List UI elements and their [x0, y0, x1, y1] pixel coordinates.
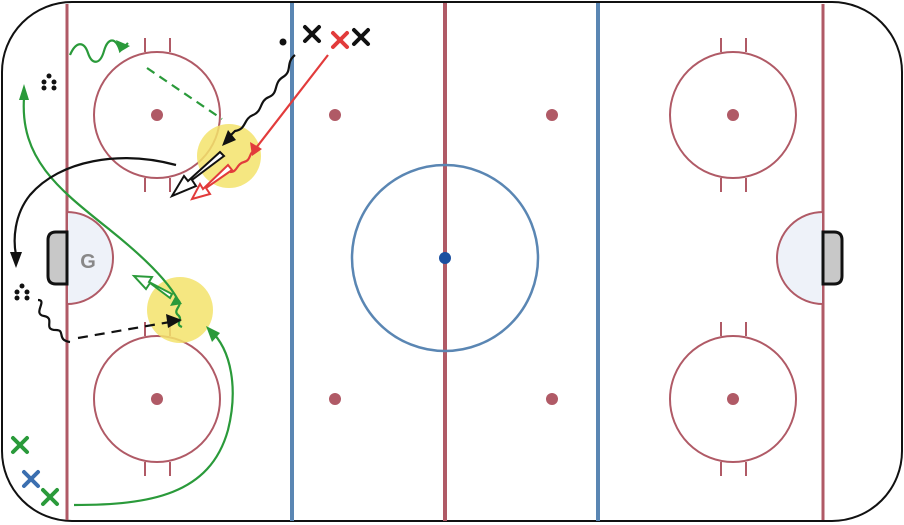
green-skate-path-bottom — [73, 329, 234, 507]
center-faceoff-circle — [350, 163, 540, 353]
faceoff-dot — [151, 393, 163, 405]
faceoff-circle-right-bottom — [669, 322, 797, 476]
center-faceoff-dot — [439, 252, 451, 264]
player-x-blue — [22, 470, 40, 488]
highlight-zone-top — [197, 124, 261, 188]
red-shot-arrow — [190, 163, 234, 201]
black-shot-arrow — [169, 150, 226, 199]
red-skate-wavy — [229, 148, 257, 174]
green-arrowhead — [206, 326, 220, 342]
player-x-black — [352, 28, 370, 46]
green-shot-arrow — [131, 274, 174, 300]
green-skate-path-wavy — [68, 39, 129, 63]
black-arrowhead — [10, 252, 22, 268]
faceoff-dot — [151, 109, 163, 121]
green-arrowhead — [116, 40, 130, 52]
player-x-green — [11, 436, 29, 454]
goal-net-left — [46, 230, 69, 286]
black-skate-path-curve — [13, 157, 177, 256]
faceoff-circle-right-top — [669, 38, 797, 192]
black-arrowhead — [222, 130, 236, 146]
puck — [279, 38, 287, 46]
red-skate-path — [255, 54, 329, 149]
faceoff-dot — [727, 109, 739, 121]
goal-net-right — [821, 230, 844, 286]
faceoff-circle-left-top — [93, 38, 221, 192]
puck-group — [14, 283, 30, 301]
player-x-red — [331, 31, 349, 49]
neutral-dot — [329, 109, 341, 121]
green-arrowhead — [170, 295, 182, 306]
goal-crease-right — [776, 210, 824, 306]
neutral-dot — [329, 393, 341, 405]
player-x-green — [41, 488, 59, 506]
black-skate-wavy-low — [37, 298, 71, 344]
puck-group — [41, 73, 57, 91]
neutral-dot — [546, 109, 558, 121]
green-pass-dashed — [146, 67, 223, 120]
black-skate-wavy-top — [226, 54, 296, 140]
black-pass-dashed — [77, 320, 171, 340]
green-arrowhead — [19, 84, 29, 100]
faceoff-dot — [727, 393, 739, 405]
black-arrowhead — [166, 314, 182, 328]
goalie-label: G — [80, 251, 96, 273]
goal-crease-left — [66, 210, 114, 306]
neutral-dot — [546, 393, 558, 405]
green-skate-path-long — [22, 97, 179, 301]
player-x-black — [303, 25, 321, 43]
